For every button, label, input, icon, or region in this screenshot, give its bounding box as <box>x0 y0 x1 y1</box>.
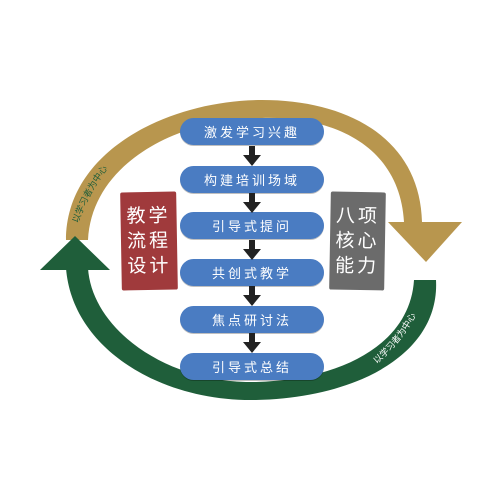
left-box-line-1: 教学 <box>126 204 171 227</box>
green-cycle-arrowhead <box>40 236 110 270</box>
green-cycle-arrow-body <box>66 268 437 401</box>
step-1-stimulate-interest: 激发学习兴趣 <box>180 118 324 145</box>
step-3-guided-questioning: 引导式提问 <box>180 212 324 239</box>
gold-cycle-arrowhead <box>388 222 462 262</box>
right-box-line-1: 八项 <box>335 204 381 227</box>
down-arrow-5-icon <box>243 333 261 353</box>
step-2-build-training-field: 构建培训场域 <box>180 166 324 193</box>
down-arrow-1-icon <box>243 146 261 166</box>
right-box-line-2: 核心 <box>335 229 380 252</box>
eight-core-competencies-box: 八项 核心 能力 <box>329 191 386 291</box>
left-box-line-2: 流程 <box>126 229 172 252</box>
down-arrow-3-icon <box>243 240 261 260</box>
down-arrow-2-icon <box>243 193 261 213</box>
gold-cycle-arrow-body <box>66 100 422 240</box>
step-5-focus-discussion: 焦点研讨法 <box>180 306 324 333</box>
right-box-line-3: 能力 <box>334 254 380 277</box>
down-arrow-4-icon <box>243 286 261 306</box>
step-4-co-creative-teaching: 共创式教学 <box>180 259 324 286</box>
step-6-guided-summary: 引导式总结 <box>180 353 324 380</box>
left-box-line-3: 设计 <box>127 254 172 277</box>
teaching-process-design-box: 教学 流程 设计 <box>120 191 178 291</box>
